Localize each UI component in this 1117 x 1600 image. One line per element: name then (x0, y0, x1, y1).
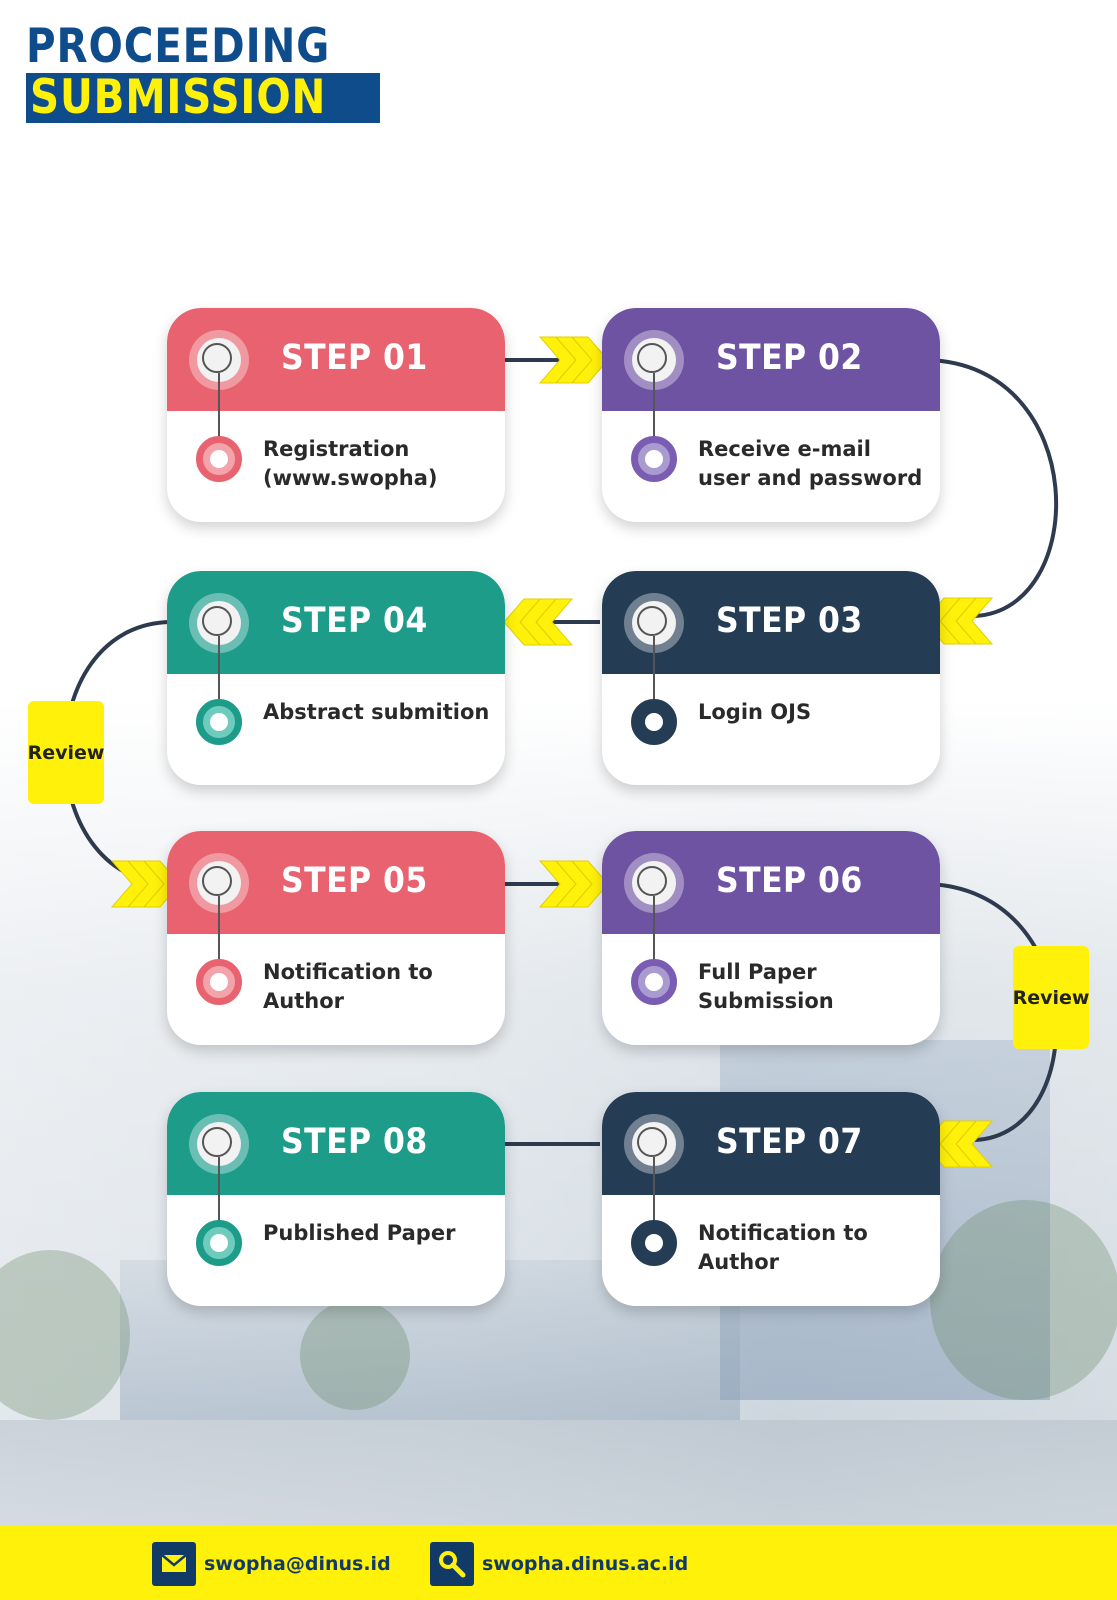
bullet-icon-center (645, 973, 663, 991)
background-tree (300, 1300, 410, 1410)
search-icon (430, 1542, 474, 1586)
chevron-right-icon (110, 860, 181, 908)
background-tree (930, 1200, 1117, 1400)
mail-icon (152, 1542, 196, 1586)
ring-icon-inner (202, 606, 232, 636)
step-description: Login OJS (698, 700, 812, 724)
bullet-icon-center (210, 973, 228, 991)
step-card-04: STEP 04 Abstract submition (167, 571, 505, 785)
step-label: STEP 06 (716, 861, 863, 901)
step-connector-line (653, 373, 655, 445)
review-label-left: Review (28, 701, 104, 804)
footer-email[interactable]: swopha@dinus.id (152, 1542, 391, 1586)
page-title: PROCEEDING SUBMISSION (26, 19, 381, 123)
step-connector-line (218, 373, 220, 445)
step-card-03: STEP 03 Login OJS (602, 571, 940, 785)
step-description: Receive e-mail user and password (698, 437, 923, 490)
ring-icon-inner (202, 866, 232, 896)
title-line-submission: SUBMISSION (26, 73, 381, 123)
ring-icon-inner (637, 606, 667, 636)
step-description: Registration (www.swopha) (263, 437, 438, 490)
step-label: STEP 07 (716, 1122, 863, 1162)
ring-icon-inner (202, 1127, 232, 1157)
bullet-icon (196, 1220, 242, 1266)
step-connector-line (653, 1157, 655, 1229)
step-connector-line (653, 896, 655, 968)
step-connector-line (653, 636, 655, 708)
step-label: STEP 08 (281, 1122, 428, 1162)
step-label: STEP 03 (716, 601, 863, 641)
step-connector-line (218, 896, 220, 968)
step-description: Abstract submition (263, 700, 490, 724)
step-label: STEP 02 (716, 338, 863, 378)
ring-icon-inner (637, 1127, 667, 1157)
background-tree (0, 1250, 130, 1420)
step-card-08: STEP 08 Published Paper (167, 1092, 505, 1306)
bullet-icon-center (645, 713, 663, 731)
bullet-icon (196, 436, 242, 482)
step-description: Full Paper Submission (698, 960, 834, 1013)
bullet-icon-center (210, 1234, 228, 1252)
footer-bar: swopha@dinus.id swopha.dinus.ac.id (0, 1525, 1117, 1600)
chevron-left-icon (503, 598, 574, 646)
title-line-proceeding: PROCEEDING (26, 19, 331, 74)
step-label: STEP 04 (281, 601, 428, 641)
chevron-right-icon (538, 336, 609, 384)
footer-website-text: swopha.dinus.ac.id (482, 1553, 689, 1575)
step-label: STEP 01 (281, 338, 428, 378)
step-description: Notification to Author (263, 960, 433, 1013)
step-description: Published Paper (263, 1221, 456, 1245)
step-description: Notification to Author (698, 1221, 868, 1274)
footer-website[interactable]: swopha.dinus.ac.id (430, 1542, 688, 1586)
ring-icon-inner (202, 343, 232, 373)
ring-icon-inner (637, 866, 667, 896)
step-connector-line (218, 1157, 220, 1229)
step-card-02: STEP 02 Receive e-mail user and password (602, 308, 940, 522)
footer-email-text: swopha@dinus.id (204, 1553, 391, 1575)
review-label-right: Review (1013, 946, 1089, 1049)
step-label: STEP 05 (281, 861, 428, 901)
step-card-07: STEP 07 Notification to Author (602, 1092, 940, 1306)
bullet-icon-center (210, 713, 228, 731)
step-card-01: STEP 01 Registration (www.swopha) (167, 308, 505, 522)
background-road (0, 1420, 1117, 1525)
step-connector-line (218, 636, 220, 708)
step-card-05: STEP 05 Notification to Author (167, 831, 505, 1045)
connector-step02-step03 (927, 358, 1058, 618)
chevron-right-icon (538, 860, 609, 908)
ring-icon-inner (637, 343, 667, 373)
step-card-06: STEP 06 Full Paper Submission (602, 831, 940, 1045)
bullet-icon-center (645, 450, 663, 468)
bullet-icon-center (645, 1234, 663, 1252)
bullet-icon-center (210, 450, 228, 468)
